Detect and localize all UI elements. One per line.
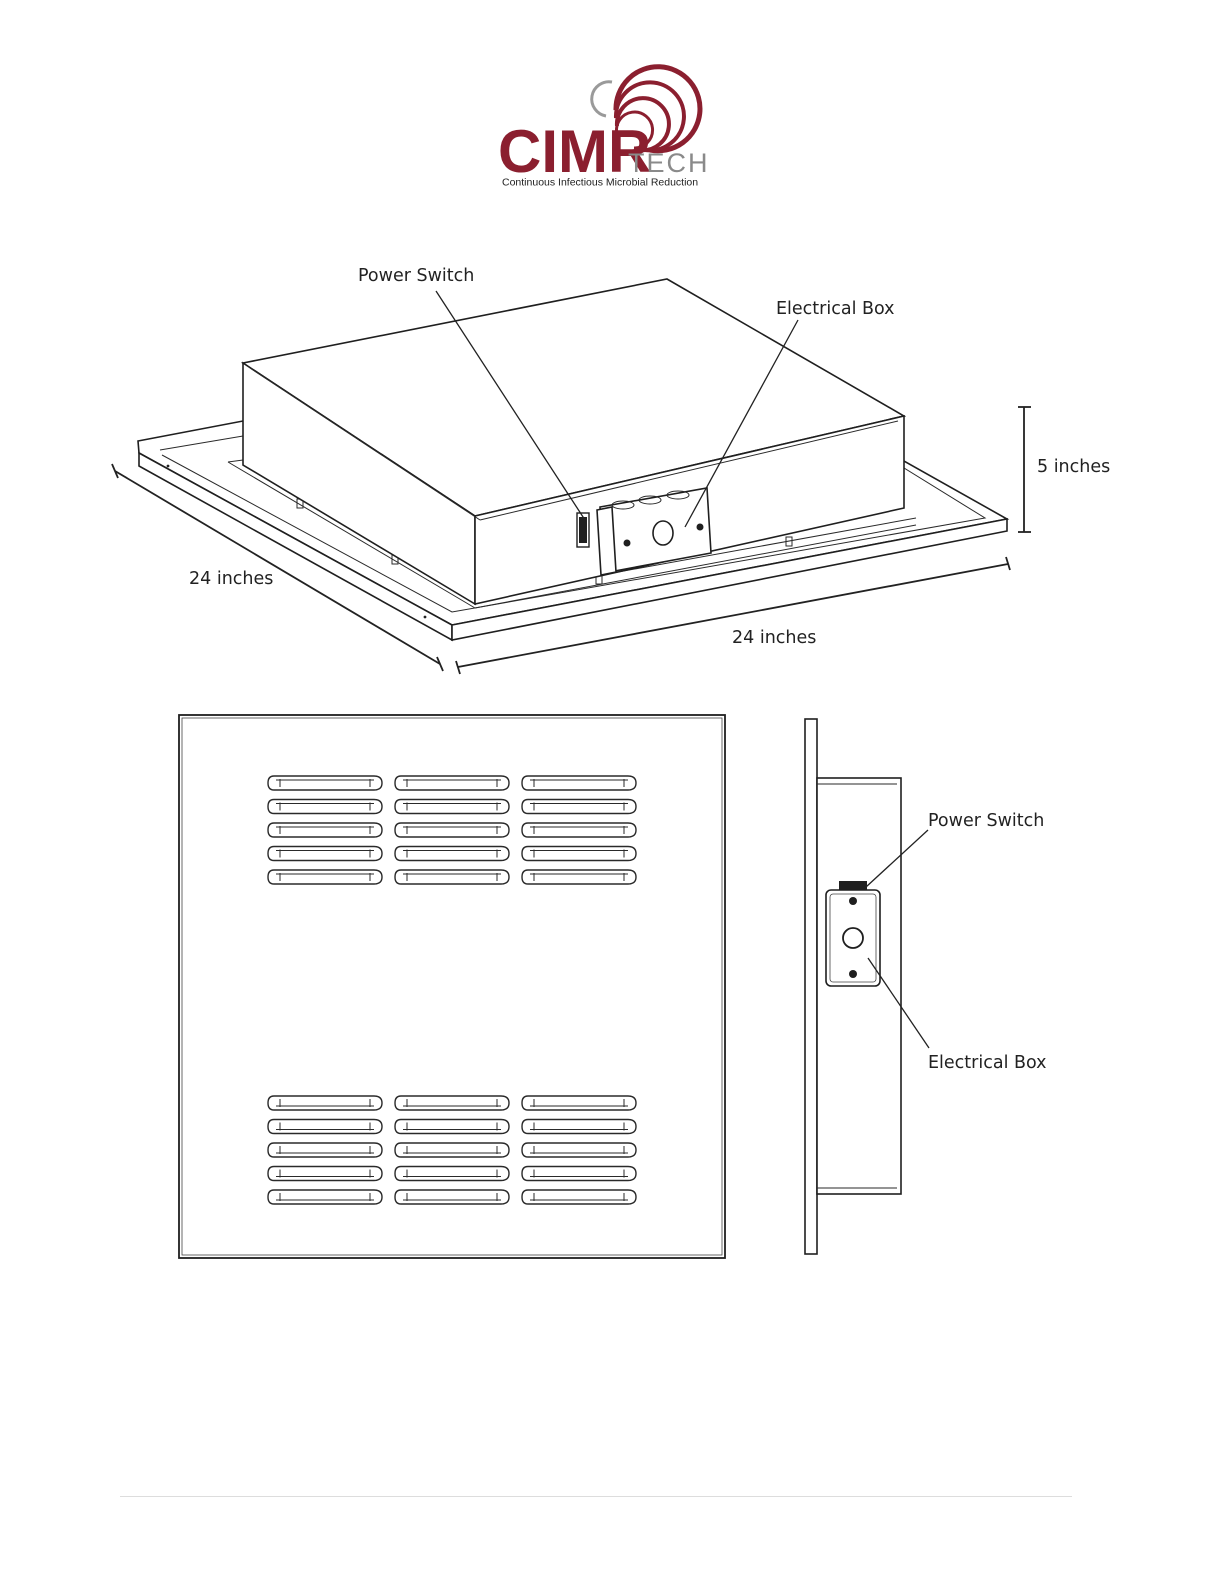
power-switch-label: Power Switch xyxy=(358,266,474,286)
vent-slot xyxy=(395,847,509,861)
vent-slot xyxy=(395,1120,509,1134)
vent-slot xyxy=(395,1096,509,1110)
vent-slot xyxy=(395,800,509,814)
vent-slot xyxy=(395,1167,509,1181)
side-power-switch-label: Power Switch xyxy=(928,811,1044,831)
vent-slot xyxy=(395,870,509,884)
vent-slot xyxy=(395,823,509,837)
height-label: 5 inches xyxy=(1037,457,1110,477)
logo-tagline: Continuous Infectious Microbial Reductio… xyxy=(502,177,698,189)
vent-slot xyxy=(522,870,636,884)
vent-slot xyxy=(268,1190,382,1204)
vent-slot xyxy=(522,1190,636,1204)
vent-slot xyxy=(395,776,509,790)
vent-slot xyxy=(522,776,636,790)
logo-sub-text: TECH xyxy=(628,148,710,178)
side-electrical-box-label: Electrical Box xyxy=(928,1053,1047,1073)
vent-slot xyxy=(522,800,636,814)
vent-slot xyxy=(268,823,382,837)
vent-slot xyxy=(268,847,382,861)
height-dimension: 5 inches xyxy=(1018,407,1110,532)
side-electrical-box-icon xyxy=(826,890,880,986)
vent-slot xyxy=(522,1143,636,1157)
vent-slot xyxy=(268,1120,382,1134)
vent-slot xyxy=(522,1167,636,1181)
vent-slot xyxy=(395,1190,509,1204)
side-view: Power Switch Electrical Box xyxy=(805,719,1047,1254)
footer-divider xyxy=(120,1496,1072,1497)
vent-slot xyxy=(268,1167,382,1181)
vent-slot xyxy=(522,1120,636,1134)
isometric-view: Power Switch Electrical Box 5 inches 24 … xyxy=(112,266,1110,674)
vent-slot xyxy=(268,870,382,884)
vent-slot xyxy=(522,847,636,861)
cimr-tech-logo: CIMR TECH Continuous Infectious Microbia… xyxy=(498,67,710,189)
vent-slot xyxy=(268,1143,382,1157)
vent-slot xyxy=(268,1096,382,1110)
front-view xyxy=(179,715,725,1258)
electrical-box-label: Electrical Box xyxy=(776,299,895,319)
vent-slot xyxy=(395,1143,509,1157)
width-label: 24 inches xyxy=(732,628,816,648)
vent-slot xyxy=(522,1096,636,1110)
side-power-switch-icon xyxy=(839,881,867,890)
vent-slot xyxy=(268,800,382,814)
depth-label: 24 inches xyxy=(189,569,273,589)
vent-slot xyxy=(268,776,382,790)
vent-slot xyxy=(522,823,636,837)
